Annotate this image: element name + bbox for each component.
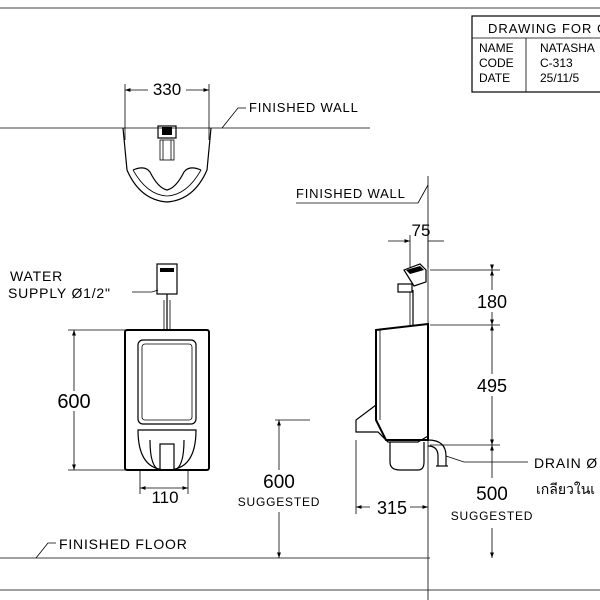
title-name-label: NAME: [479, 41, 514, 55]
front-view: WATER SUPPLY Ø1/2" 600 110 600 SUGGESTED: [0, 263, 430, 559]
drain-thai-label: เกลียวในเ: [536, 481, 595, 497]
title-block: DRAWING FOR C NAME NATASHA CODE C-313 DA…: [471, 15, 600, 93]
front-outlet-dimension: 110: [151, 488, 178, 507]
drain-label: DRAIN Ø: [534, 455, 598, 471]
title-date-value: 25/11/5: [540, 71, 579, 85]
side-floor-dimension: 500: [476, 484, 508, 505]
finished-floor-label: FINISHED FLOOR: [59, 536, 188, 552]
install-height-dimension: 600: [263, 472, 295, 493]
title-name-value: NATASHA: [540, 41, 595, 55]
side-wall-label: FINISHED WALL: [296, 186, 406, 201]
front-height-dimension: 600: [57, 391, 90, 413]
supply-label-line2: SUPPLY Ø1/2": [8, 285, 111, 301]
page-frame: [0, 7, 600, 591]
title-code-label: CODE: [479, 56, 514, 70]
title-code-value: C-313: [540, 56, 573, 70]
top-wall-label: FINISHED WALL: [249, 100, 359, 115]
top-view: 330 FINISHED WALL: [0, 80, 370, 203]
side-valve-dimension: 180: [477, 292, 507, 312]
side-floor-note: SUGGESTED: [451, 509, 534, 523]
install-height-note: SUGGESTED: [238, 495, 321, 509]
side-offset-dimension: 75: [412, 221, 431, 240]
top-width-dimension: 330: [153, 80, 181, 99]
side-body-dimension: 495: [477, 376, 507, 396]
side-depth-dimension: 315: [377, 498, 407, 518]
title-date-label: DATE: [479, 71, 510, 85]
title-block-heading: DRAWING FOR C: [488, 21, 600, 36]
side-view: FINISHED WALL 75 180 495 DRAIN Ø: [296, 176, 598, 600]
supply-label-line1: WATER: [10, 268, 63, 284]
